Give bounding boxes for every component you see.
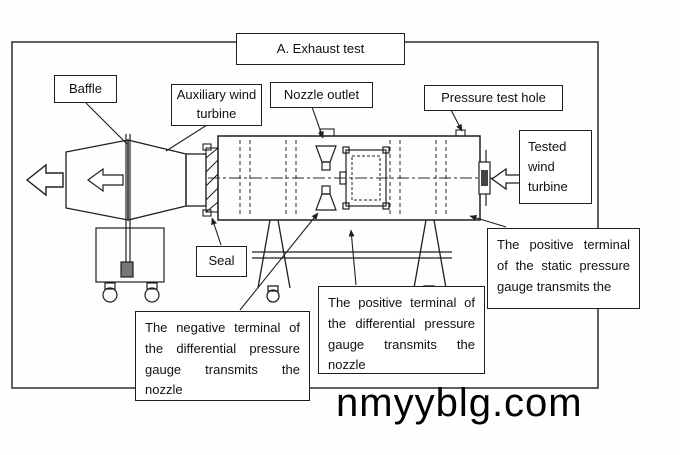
label-auxiliary-wind-turbine: Auxiliary wind turbine — [171, 84, 262, 126]
diagram-title: A. Exhaust test — [236, 33, 405, 65]
callout-positive-terminal: The positive terminal of the differentia… — [318, 286, 485, 374]
caster-wheel-icon — [102, 287, 118, 303]
leader-baffle — [85, 102, 128, 145]
fan-stand — [95, 227, 165, 303]
leader-pressure-test-hole — [450, 109, 463, 132]
leader-positive-terminal — [348, 229, 357, 286]
inlet-flow-left-arrow-icon — [490, 167, 522, 191]
callout-static-pressure: The positive terminal of the static pres… — [487, 228, 640, 309]
leader-negative-terminal — [239, 212, 319, 311]
seal-strip — [202, 143, 219, 217]
caster-wheel-icon — [266, 289, 280, 303]
pressure-test-hole-fitting — [455, 129, 466, 137]
leader-nozzle-outlet — [311, 106, 324, 139]
caster-wheel-icon — [144, 287, 160, 303]
label-pressure-test-hole: Pressure test hole — [424, 85, 563, 111]
nozzle-pair — [315, 145, 337, 211]
baffle-plate — [120, 134, 134, 278]
access-door — [339, 146, 390, 210]
label-tested-wind-turbine: Tested wind turbine — [519, 130, 592, 204]
watermark-text: nmyyblg.com — [336, 381, 583, 425]
label-baffle: Baffle — [54, 75, 117, 103]
label-nozzle-outlet: Nozzle outlet — [270, 82, 373, 108]
leader-static-pressure — [469, 215, 507, 228]
leader-seal — [211, 217, 222, 246]
callout-negative-terminal: The negative terminal of the differentia… — [135, 311, 310, 401]
leader-auxiliary — [165, 124, 208, 152]
leader-lines — [85, 102, 507, 311]
label-seal: Seal — [196, 246, 247, 277]
fan-inner-left-arrow-icon — [86, 167, 124, 193]
inlet-flange — [478, 161, 491, 195]
exhaust-flow-left-arrow-icon — [25, 163, 64, 197]
